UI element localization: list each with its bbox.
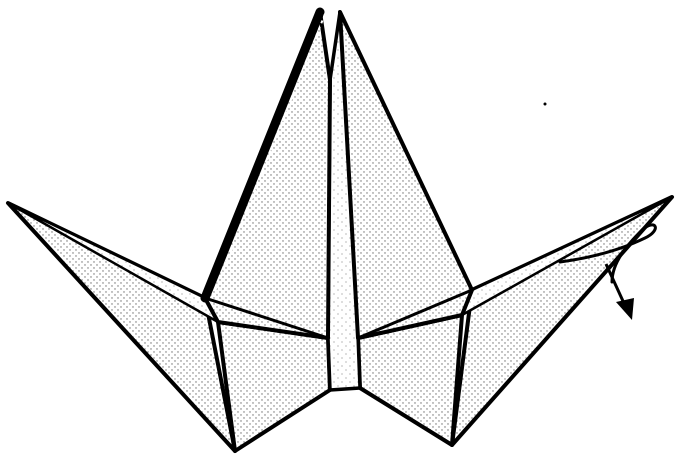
left-wing bbox=[8, 203, 235, 451]
body-upper-right-kite bbox=[340, 12, 472, 338]
stray-dot bbox=[544, 103, 547, 106]
body-lower-left-panel bbox=[218, 322, 330, 451]
body-upper-left-kite bbox=[205, 12, 330, 338]
